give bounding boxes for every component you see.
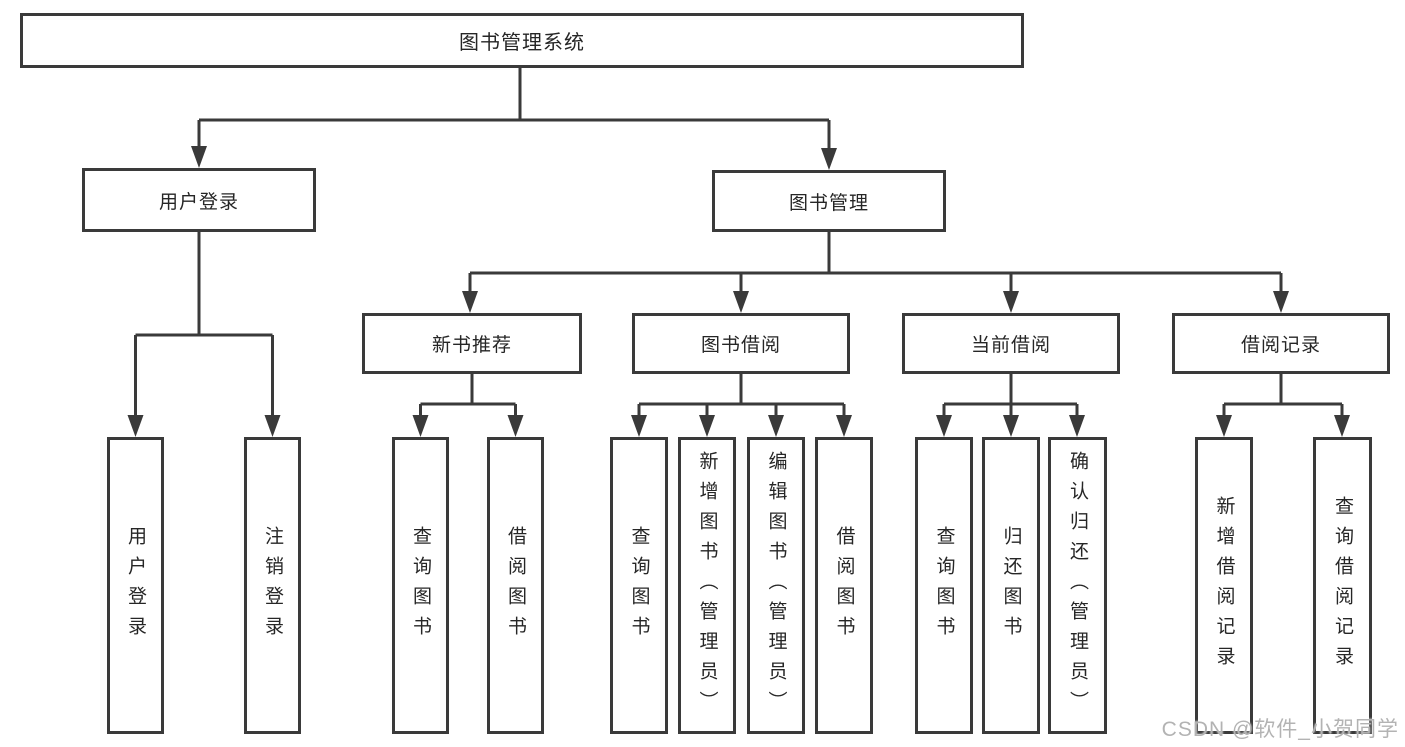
leaf-query-books-recommend: 查询图书 bbox=[392, 437, 449, 734]
leaf-confirm-return-admin: 确认归还（管理员） bbox=[1048, 437, 1107, 734]
leaf-query-books-borrow: 查询图书 bbox=[610, 437, 668, 734]
leaf-add-borrow-record: 新增借阅记录 bbox=[1195, 437, 1253, 734]
leaf-borrow-books: 借阅图书 bbox=[815, 437, 873, 734]
node-book-borrowing: 图书借阅 bbox=[632, 313, 850, 374]
leaf-add-books-admin: 新增图书（管理员） bbox=[678, 437, 736, 734]
node-borrowing-records: 借阅记录 bbox=[1172, 313, 1390, 374]
leaf-edit-books-admin: 编辑图书（管理员） bbox=[747, 437, 805, 734]
leaf-query-books-current: 查询图书 bbox=[915, 437, 973, 734]
node-root-library-system: 图书管理系统 bbox=[20, 13, 1024, 68]
csdn-watermark: CSDN @软件_小贺同学 bbox=[1161, 718, 1399, 741]
leaf-borrow-books-recommend: 借阅图书 bbox=[487, 437, 544, 734]
leaf-query-borrow-record: 查询借阅记录 bbox=[1313, 437, 1372, 734]
leaf-return-books: 归还图书 bbox=[982, 437, 1040, 734]
node-book-management: 图书管理 bbox=[712, 170, 946, 232]
leaf-logout: 注销登录 bbox=[244, 437, 301, 734]
node-current-borrowing: 当前借阅 bbox=[902, 313, 1120, 374]
node-new-book-recommend: 新书推荐 bbox=[362, 313, 582, 374]
leaf-user-login: 用户登录 bbox=[107, 437, 164, 734]
node-user-login: 用户登录 bbox=[82, 168, 316, 232]
